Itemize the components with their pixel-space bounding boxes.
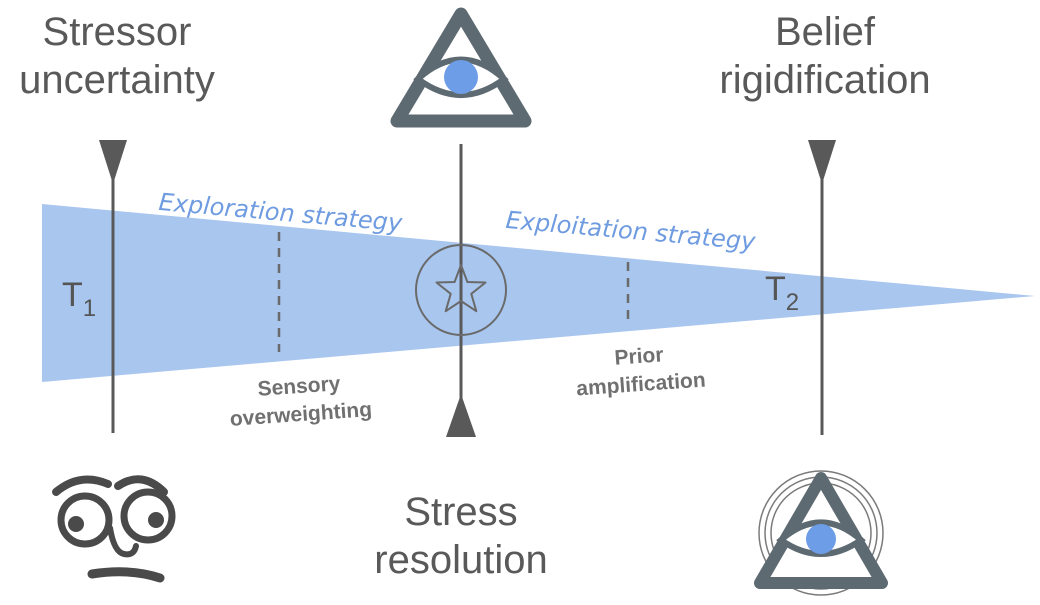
eye-triangle-rings-icon bbox=[754, 470, 888, 596]
worried-face-icon bbox=[52, 475, 176, 583]
t2-main: T bbox=[765, 270, 786, 308]
belief-line2: rigidification bbox=[719, 58, 931, 102]
eye-triangle-icon bbox=[390, 7, 532, 128]
stressor-uncertainty-label: Stressor uncertainty bbox=[12, 8, 222, 104]
t1-arrowhead bbox=[99, 140, 127, 184]
t1-sub: 1 bbox=[82, 295, 97, 322]
stress-line1: Stress bbox=[404, 490, 518, 534]
t1-main: T bbox=[62, 276, 83, 314]
t1-marker-line bbox=[99, 140, 127, 433]
t2-label: T2 bbox=[765, 270, 799, 317]
resolution-arrowhead bbox=[446, 394, 476, 437]
star-circle-icon bbox=[415, 244, 507, 336]
sensory-overweighting-label: Sensory overweighting bbox=[213, 367, 386, 435]
resolution-marker-line bbox=[446, 144, 476, 437]
strategy-wedge bbox=[42, 204, 1035, 382]
t2-marker-line bbox=[808, 140, 836, 435]
belief-rigidification-label: Belief rigidification bbox=[700, 8, 950, 104]
stressor-line1: Stressor bbox=[42, 10, 192, 54]
stress-line2: resolution bbox=[374, 538, 548, 582]
t1-label: T1 bbox=[62, 276, 96, 323]
stress-resolution-label: Stress resolution bbox=[356, 488, 566, 584]
belief-line1: Belief bbox=[774, 10, 876, 54]
stressor-line2: uncertainty bbox=[19, 58, 215, 102]
t2-sub: 2 bbox=[785, 289, 800, 316]
t2-arrowhead bbox=[808, 140, 836, 184]
